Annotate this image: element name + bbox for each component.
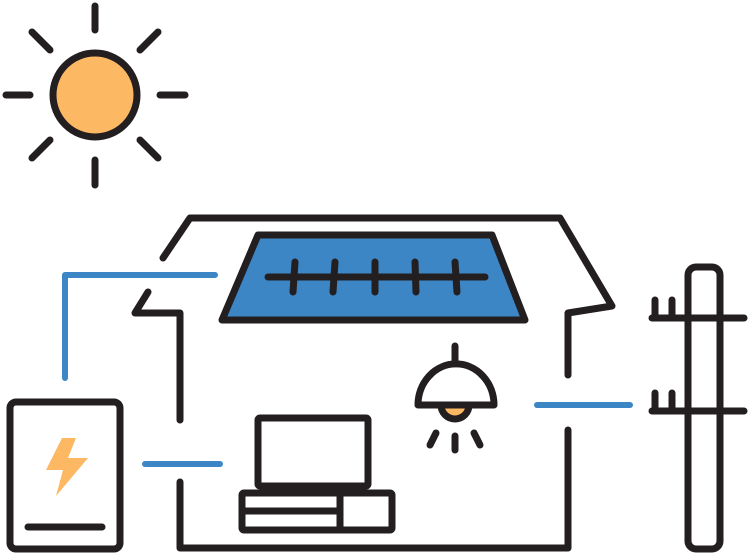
computer-icon bbox=[238, 414, 396, 534]
battery-to-panel-wire bbox=[62, 272, 218, 381]
house-icon bbox=[131, 214, 616, 552]
battery-icon bbox=[6, 398, 124, 553]
sun-icon bbox=[2, 2, 189, 189]
solar-panel-icon bbox=[218, 231, 529, 324]
ceiling-lamp-icon bbox=[414, 342, 498, 454]
wires bbox=[62, 272, 633, 467]
lightning-icon bbox=[46, 438, 88, 496]
utility-pole-icon bbox=[648, 263, 748, 553]
